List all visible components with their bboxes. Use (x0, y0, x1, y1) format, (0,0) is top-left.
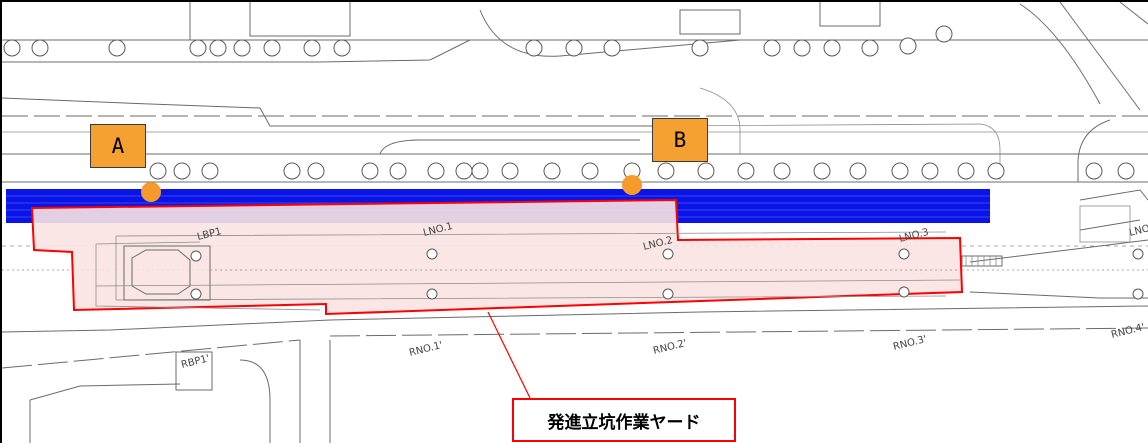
label-rno3: RNO.3' (892, 334, 928, 353)
point-b-dot (622, 175, 642, 195)
callout-leader (487, 311, 531, 399)
label-rno4: RNO.4' (1110, 322, 1146, 341)
label-rbp1: RBP1' (180, 353, 211, 371)
marker-a-label: A (111, 134, 125, 158)
tree-row-middle (149, 162, 1135, 180)
launch-shaft-yard (30, 198, 1144, 316)
yard-callout: 発進立坑作業ヤード (512, 398, 736, 442)
label-lno4: LNO (1128, 223, 1148, 239)
yard-callout-label: 発進立坑作業ヤード (547, 412, 701, 433)
marker-b: B (652, 118, 708, 162)
yard-area-outline (30, 198, 964, 316)
marker-a: A (90, 124, 146, 168)
tree-row-top (3, 25, 953, 57)
point-a-dot (141, 182, 161, 202)
label-rno2: RNO.2' (652, 338, 688, 357)
label-rno1: RNO.1' (408, 340, 444, 359)
marker-b-label: B (673, 128, 687, 152)
